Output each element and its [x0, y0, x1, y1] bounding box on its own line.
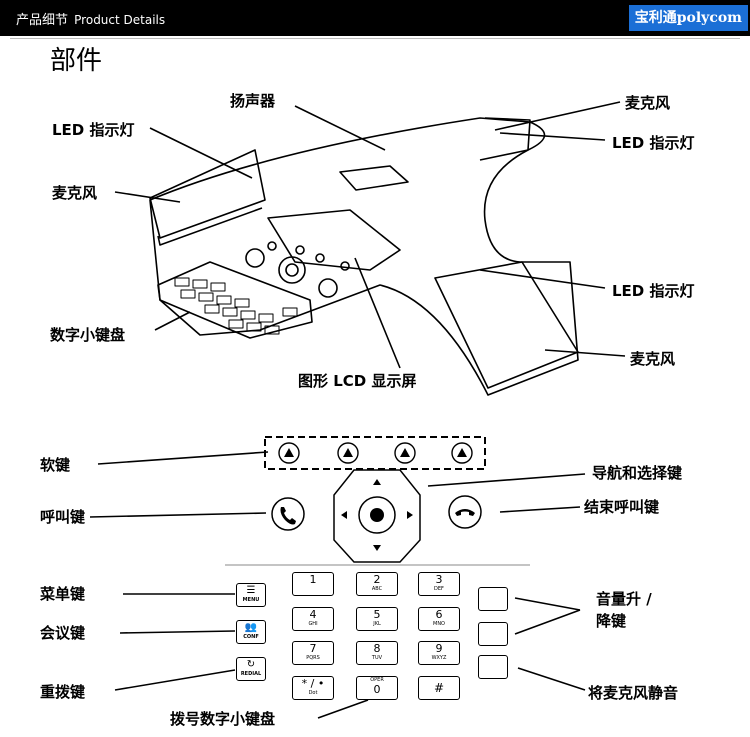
conference-key-label: CONF	[243, 634, 259, 640]
softkey-1	[278, 442, 300, 464]
hang-up-icon	[455, 509, 475, 516]
conference-key[interactable]: 👥 CONF	[236, 620, 266, 644]
label-redial: 重拨键	[40, 683, 86, 701]
label-end-call: 结束呼叫键	[584, 498, 660, 516]
label-speaker: 扬声器	[230, 92, 276, 110]
console-body	[149, 117, 579, 396]
label-lcd: 图形 LCD 显示屏	[298, 372, 417, 390]
nav-down-icon	[373, 545, 381, 551]
phone-icon	[280, 507, 296, 525]
redial-icon: ↻	[246, 659, 256, 670]
label-mic-top-right: 麦克风	[625, 94, 671, 112]
label-softkeys: 软键	[40, 456, 71, 474]
speaker-grille	[339, 165, 409, 191]
softkey-2	[337, 442, 359, 464]
label-led-right: LED 指示灯	[612, 282, 695, 300]
nav-left-icon	[341, 511, 347, 519]
end-call-button	[448, 495, 482, 529]
redial-key-label: REDIAL	[240, 671, 262, 677]
label-mute: 将麦克风静音	[588, 684, 679, 702]
label-conference: 会议键	[40, 624, 86, 642]
label-call: 呼叫键	[40, 508, 86, 526]
call-button	[271, 497, 305, 531]
volume-up-key[interactable]	[478, 587, 508, 611]
header-title-en: Product Details	[74, 13, 166, 27]
mic-pad-left	[149, 149, 266, 239]
menu-list-icon: ☰	[246, 585, 256, 596]
mute-key[interactable]	[478, 655, 508, 679]
label-dialpad: 拨号数字小键盘	[170, 710, 276, 728]
nav-up-icon	[373, 479, 381, 485]
label-volume-1: 音量升 /	[596, 590, 652, 608]
header-title-cn: 产品细节	[16, 13, 69, 28]
label-volume-2: 降键	[596, 612, 627, 630]
label-keypad: 数字小键盘	[50, 326, 126, 344]
label-nav: 导航和选择键	[592, 464, 683, 482]
redial-key[interactable]: ↻ REDIAL	[236, 657, 266, 681]
menu-key[interactable]: ☰ MENU	[236, 583, 266, 607]
nav-cluster	[333, 469, 421, 563]
divider	[10, 38, 740, 39]
label-led-top-left: LED 指示灯	[52, 121, 135, 139]
keypad-base	[157, 261, 313, 339]
dial-key[interactable]: * / •Dot	[292, 676, 334, 700]
nav-right-icon	[407, 511, 413, 519]
lcd-screen	[267, 209, 401, 271]
softkey-4	[451, 442, 473, 464]
header-bar: 产品细节 Product Details 宝利通polycom	[0, 0, 750, 36]
conference-icon: 👥	[244, 622, 258, 633]
dial-key[interactable]: #	[418, 676, 460, 700]
label-mic-bottom-right: 麦克风	[630, 350, 676, 368]
brand-badge: 宝利通polycom	[628, 5, 748, 31]
softkey-3	[394, 442, 416, 464]
volume-down-key[interactable]	[478, 622, 508, 646]
triangle-up-icon	[284, 448, 467, 457]
section-title: 部件	[50, 46, 103, 76]
menu-key-label: MENU	[242, 597, 260, 603]
label-menu: 菜单键	[40, 585, 86, 603]
select-button	[370, 508, 384, 522]
dial-key[interactable]: 1	[292, 572, 334, 596]
label-led-top-right: LED 指示灯	[612, 134, 695, 152]
softkeys-box	[264, 436, 486, 470]
header-title: 产品细节 Product Details	[16, 9, 165, 28]
label-mic-left: 麦克风	[52, 184, 98, 202]
